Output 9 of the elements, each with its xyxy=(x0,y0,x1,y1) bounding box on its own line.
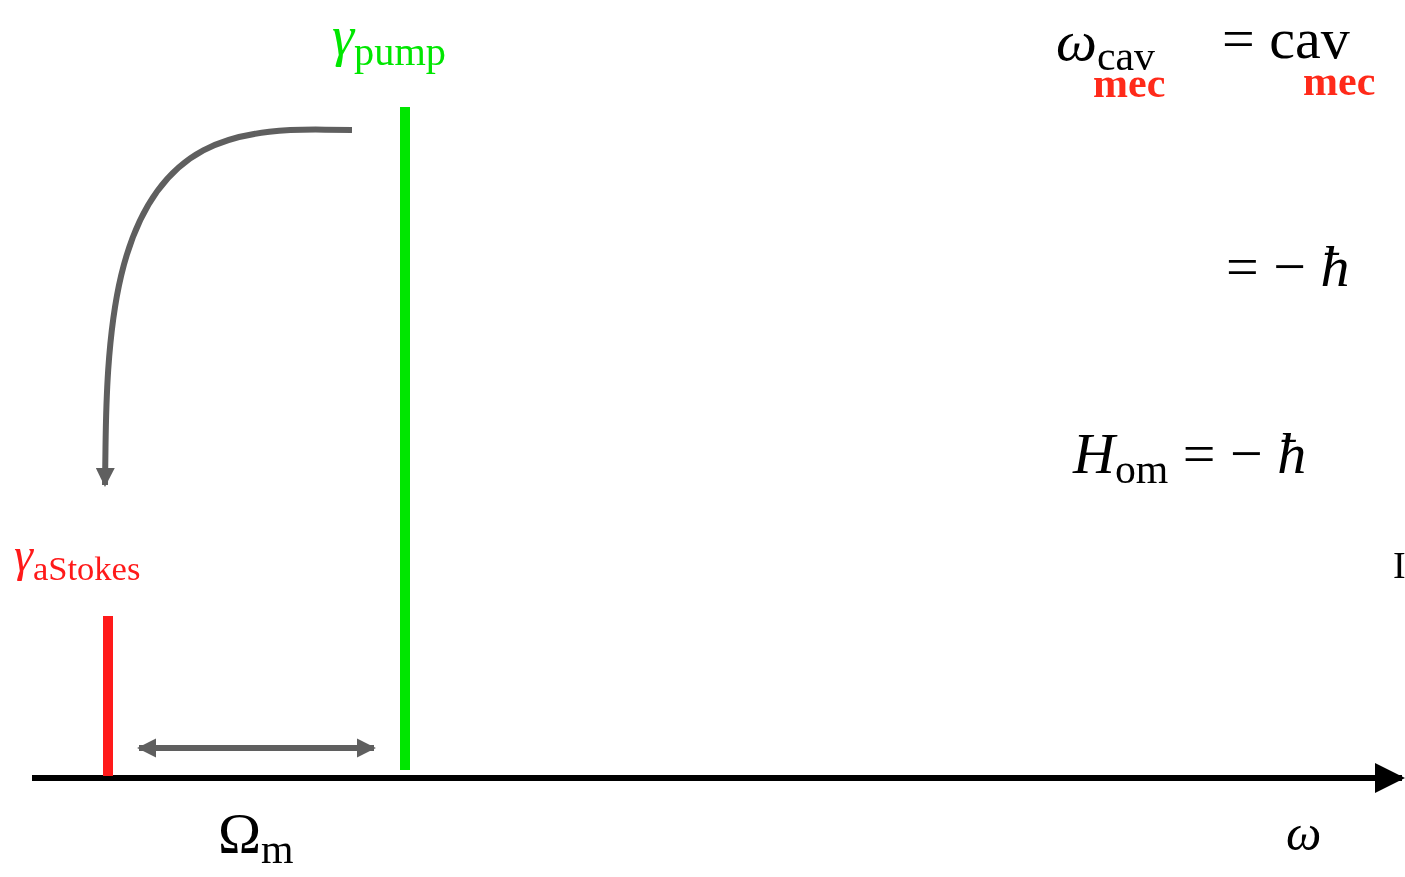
equation-text: I xyxy=(1393,546,1405,584)
equation-text: = − ħ xyxy=(1226,238,1350,296)
double-arrow xyxy=(137,738,376,758)
frequency-label: Ω$_{m}$ xyxy=(218,805,294,872)
line-label: γ$_{pump}$ xyxy=(332,8,446,73)
equation-text: H$_{om}$ = − ħ xyxy=(1073,425,1307,492)
curved-arrow xyxy=(95,126,353,487)
line-label: γ$_{aStokes}$ xyxy=(14,531,141,586)
axis-label: ω xyxy=(1286,808,1322,858)
